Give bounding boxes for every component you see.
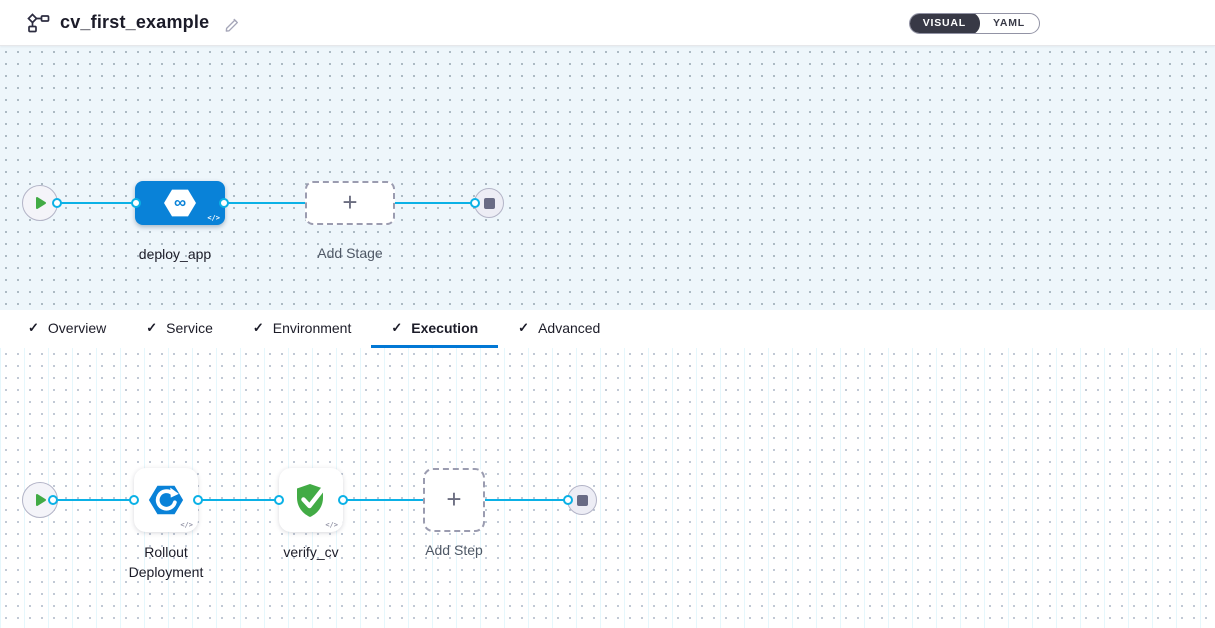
connector-port[interactable]	[470, 198, 480, 208]
stop-icon	[576, 494, 588, 506]
stage-node-deploy-app[interactable]: ∞ </>	[135, 181, 225, 225]
tab-label: Overview	[47, 319, 107, 336]
shield-check-icon	[297, 484, 325, 517]
pipeline-icon	[27, 12, 50, 32]
infinity-glyph: ∞	[173, 192, 187, 212]
tab-label: Environment	[272, 319, 352, 336]
connector-port[interactable]	[219, 198, 229, 208]
check-icon: ✓	[391, 319, 403, 335]
add-step-label: Add Step	[425, 542, 483, 558]
cd-stage-icon: ∞	[164, 189, 196, 217]
plus-icon: +	[446, 483, 462, 514]
rollout-deployment-icon	[148, 485, 184, 515]
connector-port[interactable]	[131, 198, 141, 208]
header: cv_first_example VISUAL YAML	[0, 0, 1215, 46]
connector-port[interactable]	[52, 198, 62, 208]
check-icon: ✓	[146, 319, 158, 335]
edge-line	[343, 499, 424, 501]
edge-line	[50, 499, 134, 501]
execution-canvas[interactable]: </> </> + Rollout Deployment verify_cv A…	[0, 348, 1215, 628]
edge-line	[198, 499, 280, 501]
check-icon: ✓	[28, 319, 39, 335]
stage-label: deploy_app	[138, 246, 212, 262]
add-stage-label: Add Stage	[317, 245, 383, 261]
tab-label: Advanced	[538, 319, 601, 336]
check-icon: ✓	[518, 319, 530, 335]
edge-line	[56, 202, 136, 204]
connector-port[interactable]	[193, 495, 203, 505]
plus-icon: +	[342, 186, 358, 217]
edit-pencil-icon[interactable]	[223, 14, 241, 32]
add-stage-button[interactable]: +	[305, 181, 395, 225]
connector-port[interactable]	[48, 495, 58, 505]
play-icon	[36, 197, 46, 209]
edge-line	[484, 499, 568, 501]
visual-yaml-toggle: VISUAL YAML	[908, 13, 1040, 34]
tab-advanced[interactable]: ✓ Advanced	[498, 310, 620, 348]
toggle-visual[interactable]: VISUAL	[909, 14, 981, 33]
step-verify-cv[interactable]: </>	[279, 468, 343, 532]
check-icon: ✓	[252, 319, 264, 335]
code-icon: </>	[180, 521, 193, 529]
play-icon	[36, 494, 46, 506]
stage-config-tabs: ✓ Overview ✓ Service ✓ Environment ✓ Exe…	[0, 310, 1215, 348]
stage-canvas[interactable]: ∞ </> + deploy_app Add Stage	[0, 46, 1215, 310]
edge-line	[224, 202, 306, 204]
tab-execution[interactable]: ✓ Execution	[371, 310, 499, 348]
tab-label: Execution	[411, 319, 479, 336]
connector-port[interactable]	[338, 495, 348, 505]
tab-overview[interactable]: ✓ Overview	[8, 310, 126, 348]
code-icon: </>	[325, 521, 338, 529]
tab-environment[interactable]: ✓ Environment	[233, 310, 372, 348]
connector-port[interactable]	[274, 495, 284, 505]
tab-label: Service	[166, 319, 213, 336]
page-title: cv_first_example	[60, 12, 210, 32]
add-step-button[interactable]: +	[423, 468, 485, 532]
step-label: Rollout Deployment	[128, 544, 204, 580]
tab-service[interactable]: ✓ Service	[126, 310, 233, 348]
connector-port[interactable]	[129, 495, 139, 505]
step-label: verify_cv	[283, 544, 339, 560]
stop-icon	[483, 197, 495, 209]
code-icon: </>	[207, 214, 220, 222]
edge-line	[394, 202, 475, 204]
step-rollout-deployment[interactable]: </>	[134, 468, 198, 532]
connector-port[interactable]	[563, 495, 573, 505]
toggle-yaml[interactable]: YAML	[993, 17, 1025, 29]
